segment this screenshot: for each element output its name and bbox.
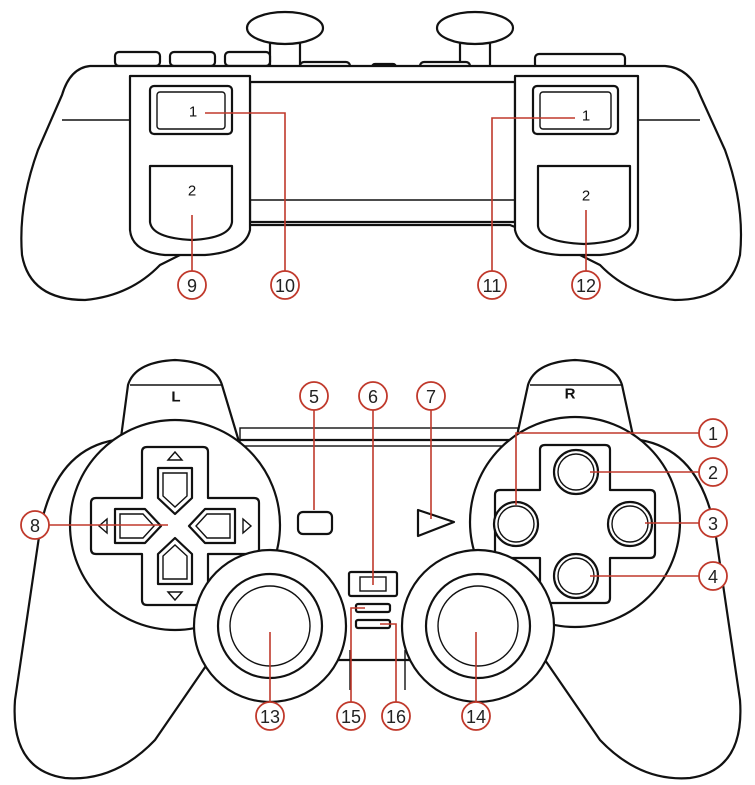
callout-10: 10 <box>270 270 300 300</box>
svg-text:5: 5 <box>309 387 319 407</box>
svg-text:1: 1 <box>708 424 718 444</box>
svg-text:7: 7 <box>426 387 436 407</box>
right-analog-stick <box>400 548 556 704</box>
top-left-stick <box>245 10 325 72</box>
callout-14: 14 <box>461 701 491 731</box>
callout-11: 11 <box>477 270 507 300</box>
face-button-1 <box>492 500 540 548</box>
top-right-trigger-lower-label: 2 <box>582 188 590 205</box>
front-view: L R <box>13 358 742 780</box>
arrow-down-icon <box>166 591 184 602</box>
top-ridge-1 <box>113 50 162 68</box>
top-view: 1 2 1 2 <box>20 10 743 302</box>
top-left-trigger-upper-label: 1 <box>189 104 197 121</box>
svg-text:13: 13 <box>260 707 280 727</box>
svg-text:3: 3 <box>708 514 718 534</box>
dpad-right <box>187 507 237 545</box>
svg-text:14: 14 <box>466 707 486 727</box>
dpad-down <box>156 536 194 586</box>
top-right-trigger-upper-label: 1 <box>582 108 590 125</box>
arrow-right-icon <box>242 517 253 535</box>
svg-text:6: 6 <box>368 387 378 407</box>
callout-7: 7 <box>416 381 446 411</box>
top-center-recess <box>248 80 517 224</box>
svg-text:2: 2 <box>708 463 718 483</box>
top-left-trigger-upper <box>148 84 234 136</box>
select-button <box>296 510 334 536</box>
top-right-trigger-upper <box>531 84 620 136</box>
callout-2: 2 <box>698 457 728 487</box>
callout-3: 3 <box>698 508 728 538</box>
left-analog-stick <box>192 548 348 704</box>
top-ridge-3 <box>223 50 272 68</box>
shoulder-r-label: R <box>565 386 576 403</box>
callout-4: 4 <box>698 561 728 591</box>
callouts: 9 10 11 12 5 6 7 1 2 3 4 8 13 15 16 14 <box>20 270 728 731</box>
svg-text:16: 16 <box>386 707 406 727</box>
callout-6: 6 <box>358 381 388 411</box>
svg-text:8: 8 <box>30 516 40 536</box>
callout-13: 13 <box>255 701 285 731</box>
callout-15: 15 <box>336 701 366 731</box>
dpad-left <box>113 507 163 545</box>
top-right-trigger-lower <box>536 164 632 246</box>
face-button-3 <box>606 500 654 548</box>
svg-text:9: 9 <box>187 276 197 296</box>
arrow-up-icon <box>166 450 184 461</box>
svg-text:12: 12 <box>576 276 596 296</box>
face-button-pad <box>493 443 657 605</box>
callout-9: 9 <box>177 270 207 300</box>
svg-text:10: 10 <box>275 276 295 296</box>
callout-12: 12 <box>571 270 601 300</box>
callout-5: 5 <box>299 381 329 411</box>
top-view-leaders <box>191 112 587 272</box>
callout-1: 1 <box>698 418 728 448</box>
start-button <box>416 508 456 538</box>
svg-text:4: 4 <box>708 567 718 587</box>
callout-16: 16 <box>381 701 411 731</box>
arrow-left-icon <box>97 517 108 535</box>
top-left-trigger-lower <box>148 164 234 242</box>
top-ridge-2 <box>168 50 217 68</box>
dpad-up <box>156 466 194 516</box>
top-right-stick <box>435 10 515 72</box>
top-left-trigger-lower-label: 2 <box>188 183 196 200</box>
shoulder-l-label: L <box>171 389 180 406</box>
svg-text:15: 15 <box>341 707 361 727</box>
front-view-leaders <box>48 410 700 702</box>
svg-text:11: 11 <box>483 276 502 296</box>
callout-8: 8 <box>20 510 50 540</box>
